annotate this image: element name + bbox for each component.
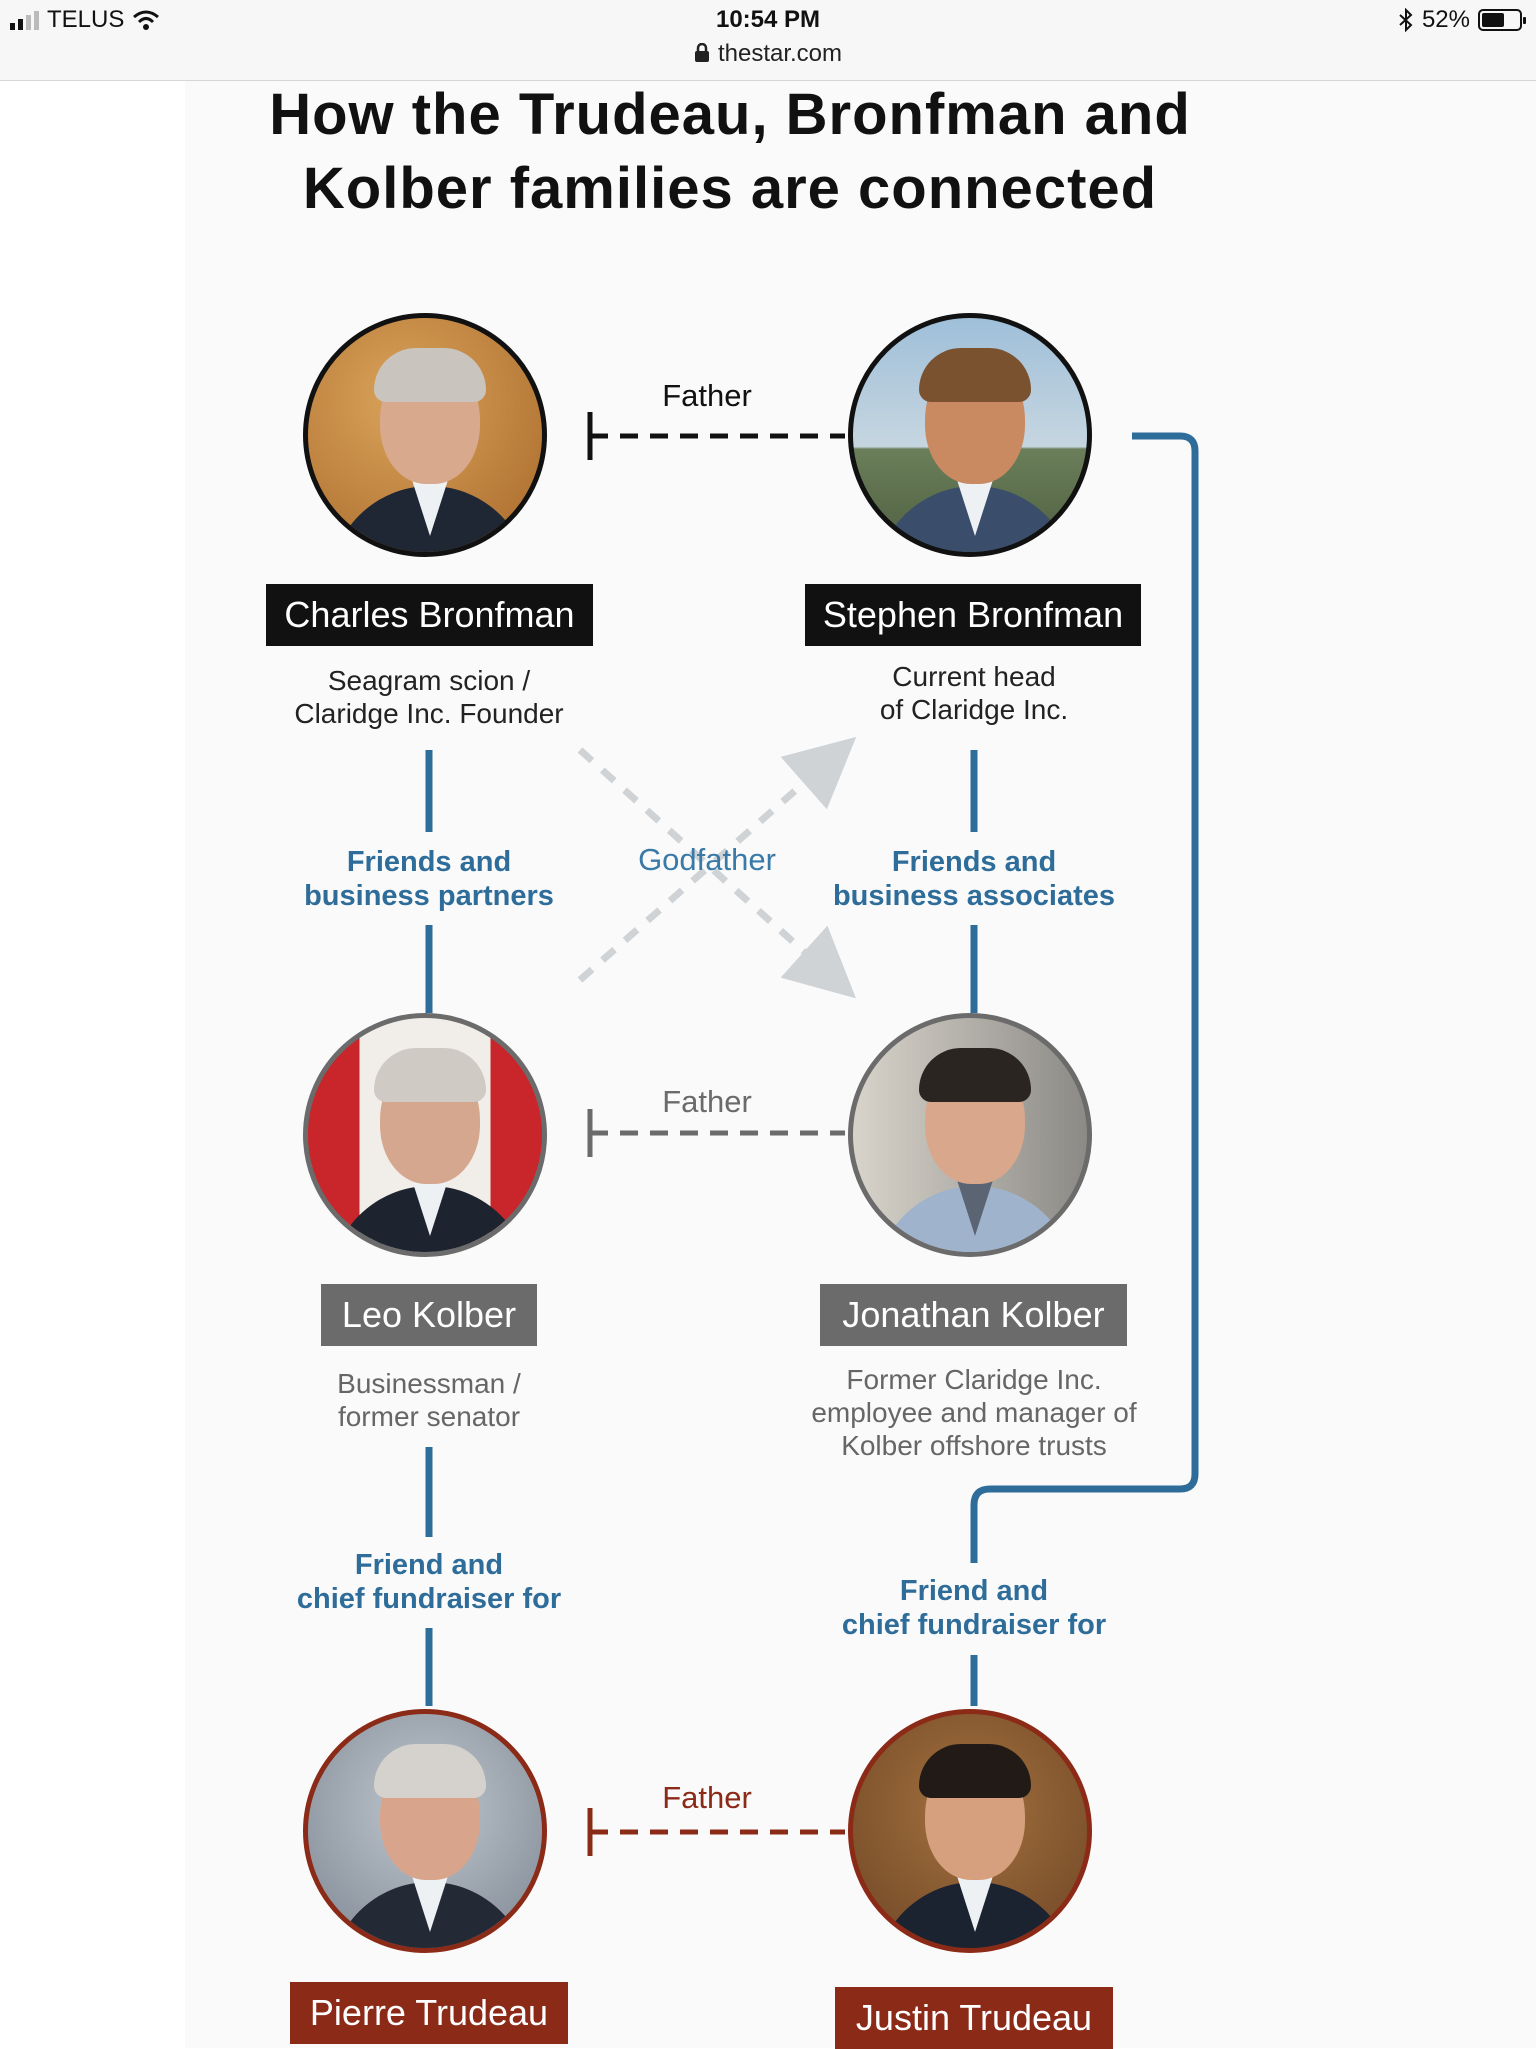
relation-line: Friend and (354, 1549, 504, 1581)
leo-kolber-name: Leo Kolber (321, 1284, 537, 1346)
title-line-1: How the Trudeau, Bronfman and (269, 82, 1191, 147)
link-stephen-justin (970, 432, 1199, 1563)
charles-bronfman-photo (303, 313, 547, 557)
description-line: of Claridge Inc. (879, 694, 1069, 725)
jonathan-kolber-photo (848, 1013, 1092, 1257)
battery-icon (1478, 9, 1526, 31)
relation-line: business partners (304, 880, 554, 912)
stephen-justin-relation: Friend and chief fundraiser for (794, 1574, 1154, 1642)
leo-pierre-relation: Friend and chief fundraiser for (249, 1548, 609, 1616)
wifi-icon (133, 10, 160, 30)
father-label-kolber: Father (662, 1084, 752, 1119)
father-label-bronfman: Father (662, 378, 752, 413)
title-line-2: Kolber families are connected (302, 156, 1158, 221)
godfather-arrow-charles-jonathan (577, 747, 857, 999)
infographic-title: How the Trudeau, Bronfman and Kolber fam… (180, 78, 1280, 226)
relation-line: Friends and (346, 846, 512, 878)
description-line: Businessman / (337, 1368, 521, 1399)
justin-trudeau-name: Justin Trudeau (835, 1987, 1113, 2049)
carrier-status: TELUS (10, 6, 160, 34)
url-bar[interactable]: thestar.com (0, 40, 1536, 68)
godfather-arrow-leo-stephen (577, 736, 857, 983)
signal-icon (10, 10, 39, 30)
relation-line: Friend and (899, 1575, 1049, 1607)
relation-line: business associates (832, 880, 1116, 912)
description-line: Current head (892, 661, 1056, 692)
description-line: employee and manager of (811, 1397, 1137, 1428)
battery-percent: 52% (1421, 6, 1470, 33)
relation-line: chief fundraiser for (296, 1583, 562, 1615)
url-text: thestar.com (717, 40, 843, 67)
relation-line: Friends and (891, 846, 1057, 878)
father-label-trudeau: Father (662, 1780, 752, 1815)
pierre-trudeau-photo (303, 1709, 547, 1953)
bluetooth-icon (1399, 8, 1413, 32)
description-line: former senator (337, 1401, 521, 1432)
stephen-bronfman-name: Stephen Bronfman (805, 584, 1141, 646)
jonathan-kolber-name: Jonathan Kolber (820, 1284, 1127, 1346)
charles-leo-relation: Friends and business partners (249, 845, 609, 913)
description-line: Seagram scion / (327, 665, 531, 696)
leo-kolber-description: Businessman / former senator (209, 1367, 649, 1433)
description-line: Kolber offshore trusts (841, 1430, 1107, 1461)
description-line: Claridge Inc. Founder (294, 698, 564, 729)
charles-bronfman-name: Charles Bronfman (266, 584, 593, 646)
lock-icon (694, 42, 709, 62)
leo-kolber-photo (303, 1013, 547, 1257)
stephen-jonathan-relation: Friends and business associates (794, 845, 1154, 913)
relation-line: chief fundraiser for (841, 1609, 1107, 1641)
clock: 10:54 PM (715, 6, 821, 33)
jonathan-kolber-description: Former Claridge Inc. employee and manage… (754, 1363, 1194, 1462)
charles-bronfman-description: Seagram scion / Claridge Inc. Founder (209, 664, 649, 730)
battery-status: 52% (1398, 6, 1526, 34)
pierre-trudeau-name: Pierre Trudeau (290, 1982, 568, 2044)
carrier-name: TELUS (47, 6, 125, 33)
justin-trudeau-photo (848, 1709, 1092, 1953)
stephen-bronfman-photo (848, 313, 1092, 557)
description-line: Former Claridge Inc. (846, 1364, 1102, 1395)
status-bar: TELUS 10:54 PM thestar.com 52% (0, 0, 1536, 81)
godfather-label: Godfather (638, 842, 776, 877)
stephen-bronfman-description: Current head of Claridge Inc. (754, 660, 1194, 726)
